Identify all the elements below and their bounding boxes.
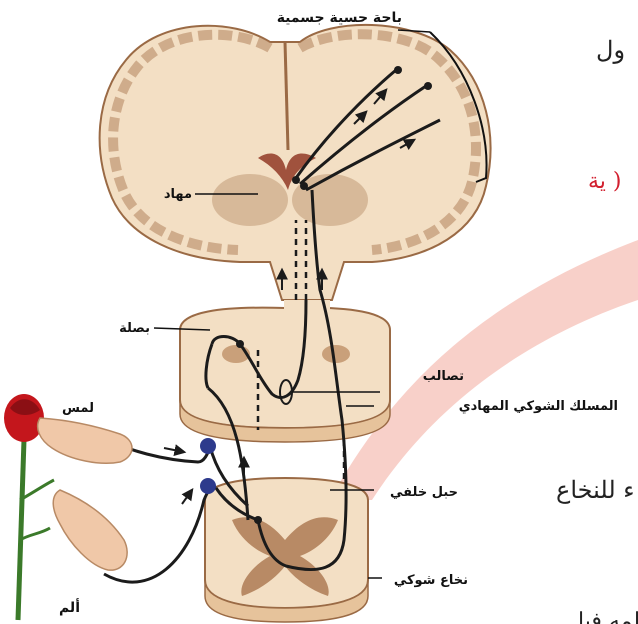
label-somatosensory-area: باحة حسية جسمية (277, 10, 402, 26)
label-decussation: تصالب (423, 369, 464, 384)
pain-neuron-body (200, 478, 216, 494)
brain-section (100, 25, 491, 300)
background-text-3: ء للنخاع (556, 476, 635, 504)
background-text-1: ول (596, 36, 625, 64)
label-pain: ألم (59, 598, 80, 616)
spinal-cord-section (205, 478, 368, 622)
label-medulla: بصلة (119, 321, 150, 336)
label-touch: لمس (62, 401, 94, 416)
medulla-section (180, 308, 390, 442)
label-spinothalamic-tract: المسلك الشوكي المهادي (459, 399, 618, 414)
label-thalamus: مهاد (164, 187, 192, 202)
label-spinal-cord: نخاع شوكي (394, 573, 468, 588)
touch-hand (38, 418, 132, 463)
thalamus-region (212, 174, 288, 226)
background-text-4: لمه فيا (578, 609, 638, 624)
pain-hand (53, 490, 127, 570)
rose-stem (18, 440, 24, 620)
label-dorsal-column: حبل خلفي (390, 485, 458, 500)
background-text-2: ية ) (588, 169, 622, 194)
touch-neuron-body (200, 438, 216, 454)
